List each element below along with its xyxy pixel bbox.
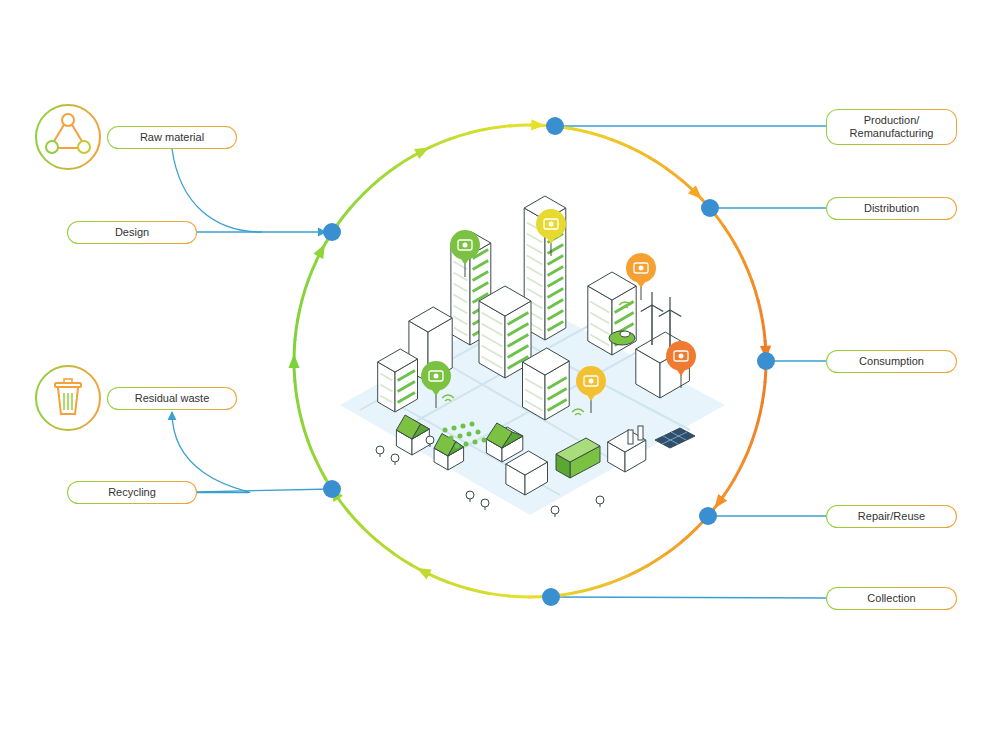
stage-label: Repair/Reuse — [835, 510, 948, 523]
stage-box: Collection — [826, 587, 957, 610]
stage-label: Consumption — [835, 355, 948, 368]
stage-label: Raw material — [116, 131, 228, 144]
leader-lines — [172, 126, 826, 598]
stage-box: Design — [67, 221, 197, 244]
raw-material-icon — [36, 105, 100, 169]
stage-label: Collection — [835, 592, 948, 605]
stage-box: Consumption — [826, 350, 957, 373]
stage-label: Distribution — [835, 202, 948, 215]
stage-box: Distribution — [826, 197, 957, 220]
stage-label: Recycling — [76, 486, 188, 499]
stage-label: Design — [76, 226, 188, 239]
stage-box: Raw material — [107, 126, 237, 149]
cycle-ring — [288, 119, 771, 601]
stage-label: Residual waste — [116, 392, 228, 405]
city-illustration — [340, 196, 725, 517]
waste-bin-icon — [36, 366, 100, 430]
stage-dots — [323, 117, 775, 606]
stage-box: Repair/Reuse — [826, 505, 957, 528]
stage-label: Production/ Remanufacturing — [835, 114, 948, 140]
stage-box: Residual waste — [107, 387, 237, 410]
stage-box: Production/ Remanufacturing — [826, 109, 957, 145]
stage-box: Recycling — [67, 481, 197, 504]
